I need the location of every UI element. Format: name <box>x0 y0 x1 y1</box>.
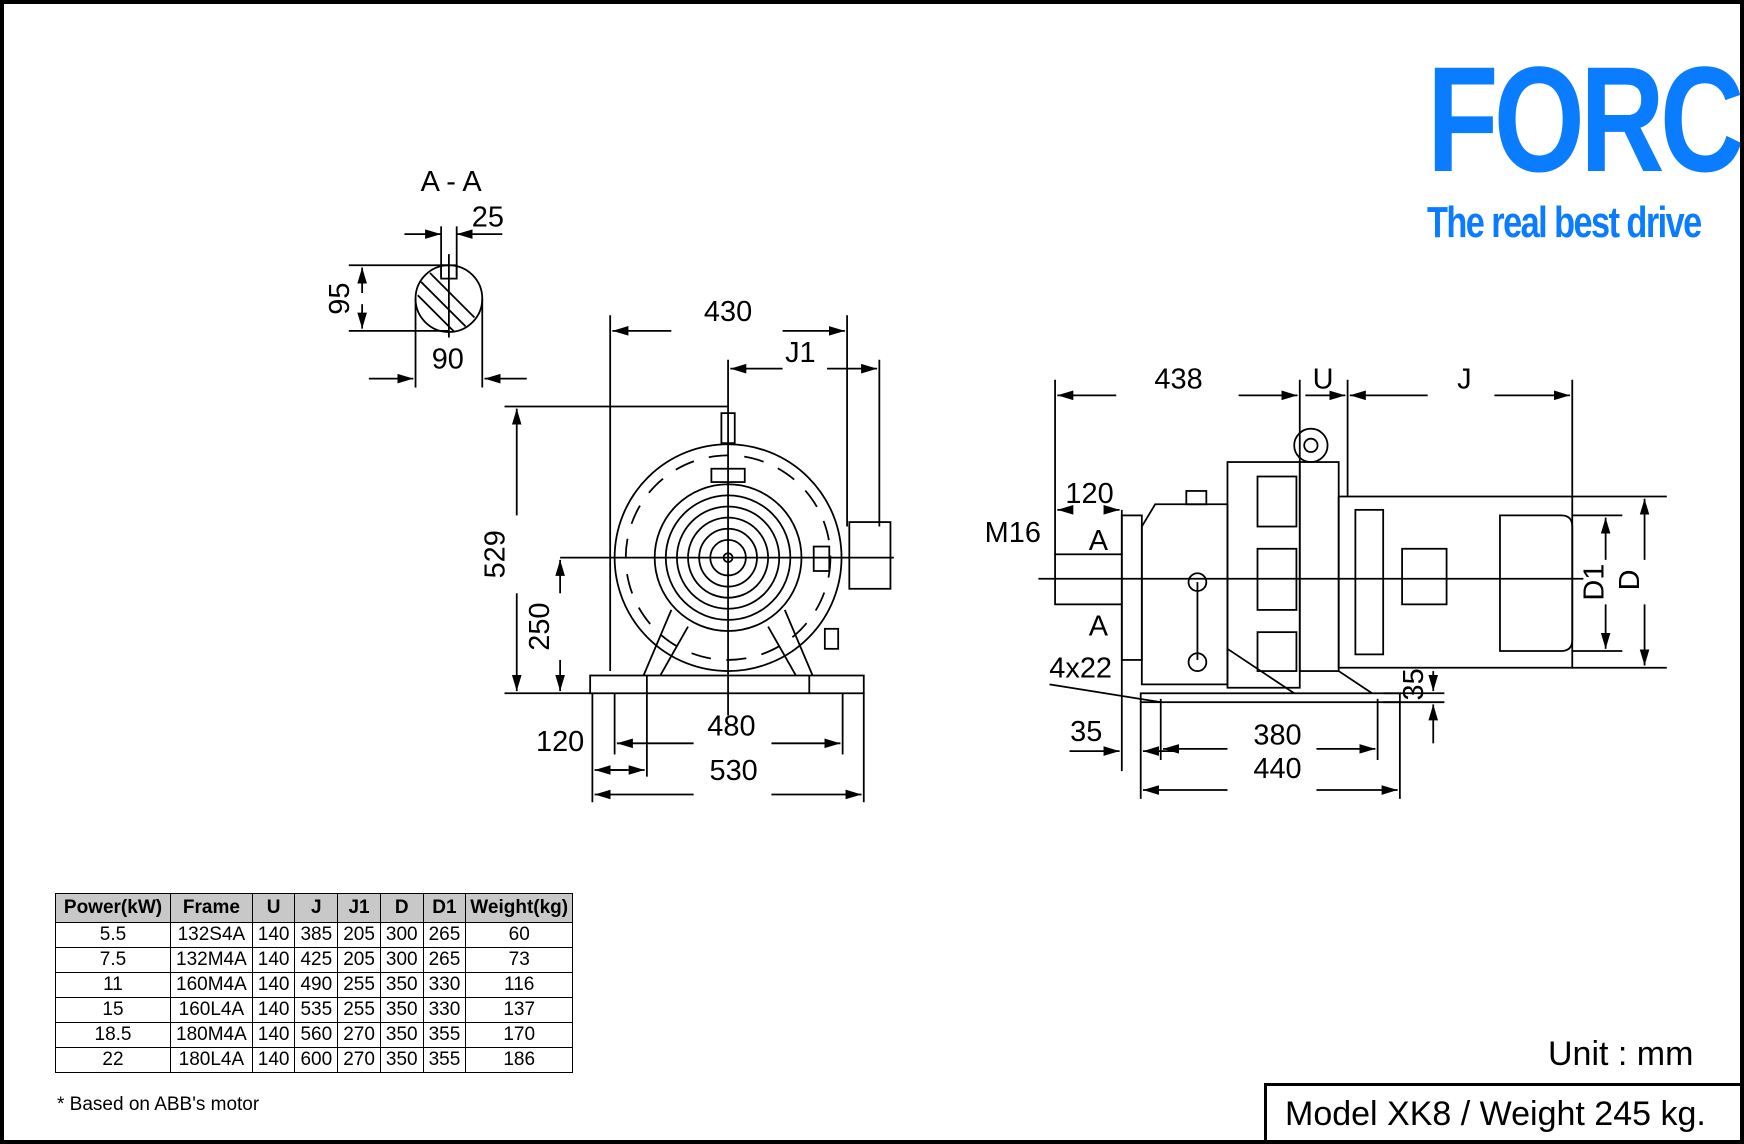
technical-drawing: A - A 25 95 90 430 J1 529 250 120 480 53… <box>324 166 1667 803</box>
dim-shaft-height: 250 <box>524 602 556 650</box>
unit-label: Unit : mm <box>1548 1035 1694 1073</box>
table-cell: 205 <box>337 922 381 948</box>
dim-side-length: 438 <box>1154 364 1202 396</box>
table-cell: 11 <box>55 972 171 998</box>
dim-j: J <box>1457 364 1471 396</box>
dim-side-bolt-span: 380 <box>1253 719 1301 751</box>
table-cell: 300 <box>379 922 424 948</box>
table-cell: 300 <box>379 947 424 973</box>
table-cell: 22 <box>55 1047 171 1073</box>
table-cell: 355 <box>422 1047 467 1073</box>
table-cell: 5.5 <box>55 922 171 948</box>
table-cell: 600 <box>294 1047 339 1073</box>
table-cell: 350 <box>379 997 424 1023</box>
dim-total-height: 529 <box>480 530 512 578</box>
dim-section-height: 95 <box>324 283 356 315</box>
dim-base-length: 440 <box>1253 753 1301 785</box>
table-cell: 490 <box>294 972 339 998</box>
table-cell: 137 <box>465 997 574 1023</box>
dim-d1: D1 <box>1578 564 1610 601</box>
table-cell: 140 <box>251 997 296 1023</box>
thread-label: M16 <box>985 517 1041 549</box>
table-cell: 535 <box>294 997 339 1023</box>
table-cell: 116 <box>465 972 574 998</box>
table-cell: 350 <box>379 1047 424 1073</box>
table-cell: 180M4A <box>170 1022 253 1048</box>
dim-front-width: 430 <box>704 296 752 328</box>
table-cell: 180L4A <box>170 1047 253 1073</box>
column-header: Power(kW) <box>55 893 171 923</box>
section-a-a <box>348 226 527 388</box>
table-cell: 186 <box>465 1047 574 1073</box>
column-header: D1 <box>422 893 467 923</box>
table-cell: 330 <box>422 997 467 1023</box>
table-cell: 160M4A <box>170 972 253 998</box>
table-cell: 385 <box>294 922 339 948</box>
column-header: J1 <box>337 893 381 923</box>
table-cell: 265 <box>422 947 467 973</box>
side-view <box>1038 379 1667 799</box>
table-cell: 7.5 <box>55 947 171 973</box>
section-mark-top: A <box>1089 525 1109 557</box>
dim-j1: J1 <box>785 337 816 369</box>
table-cell: 350 <box>379 1022 424 1048</box>
brand-tagline: The real best drive <box>1427 198 1702 247</box>
table-cell: 355 <box>422 1022 467 1048</box>
table-cell: 140 <box>251 947 296 973</box>
table-cell: 160L4A <box>170 997 253 1023</box>
table-cell: 60 <box>465 922 574 948</box>
dim-front-bolt-span: 480 <box>707 711 755 743</box>
front-view <box>504 315 894 803</box>
column-header: Frame <box>170 893 253 923</box>
section-title: A - A <box>421 166 483 198</box>
table-cell: 560 <box>294 1022 339 1048</box>
dim-key-width: 25 <box>472 201 504 233</box>
table-cell: 140 <box>251 922 296 948</box>
dim-base-width: 530 <box>710 755 758 787</box>
section-mark-bottom: A <box>1089 610 1109 642</box>
table-cell: 265 <box>422 922 467 948</box>
table-cell: 350 <box>379 972 424 998</box>
table-cell: 132S4A <box>170 922 253 948</box>
column-header: U <box>251 893 296 923</box>
table-cell: 270 <box>337 1022 381 1048</box>
table-cell: 140 <box>251 972 296 998</box>
table-cell: 132M4A <box>170 947 253 973</box>
table-cell: 140 <box>251 1022 296 1048</box>
model-label: Model XK8 / Weight 245 kg. <box>1264 1083 1740 1140</box>
table-footnote: * Based on ABB's motor <box>57 1094 260 1115</box>
table-cell: 15 <box>55 997 171 1023</box>
force-logo: FORCE The real best drive <box>1394 35 1740 248</box>
table-cell: 330 <box>422 972 467 998</box>
table-cell: 170 <box>465 1022 574 1048</box>
dim-shaft-length: 120 <box>1065 478 1113 510</box>
table-cell: 270 <box>337 1047 381 1073</box>
column-header: D <box>379 893 424 923</box>
table-cell: 205 <box>337 947 381 973</box>
brand-name: FORCE <box>1427 35 1740 203</box>
table-cell: 255 <box>337 972 381 998</box>
dim-section-diameter: 90 <box>432 344 464 376</box>
dim-u: U <box>1313 364 1334 396</box>
table-cell: 140 <box>251 1047 296 1073</box>
dim-d: D <box>1614 569 1646 590</box>
column-header: Weight(kg) <box>465 893 574 923</box>
table-cell: 255 <box>337 997 381 1023</box>
table-cell: 425 <box>294 947 339 973</box>
holes-label: 4x22 <box>1049 653 1112 685</box>
dim-foot-width: 120 <box>536 726 584 758</box>
dim-base-thickness: 35 <box>1398 668 1430 700</box>
dim-foot-offset: 35 <box>1070 716 1102 748</box>
table-cell: 73 <box>465 947 574 973</box>
column-header: J <box>294 893 339 923</box>
table-cell: 18.5 <box>55 1022 171 1048</box>
